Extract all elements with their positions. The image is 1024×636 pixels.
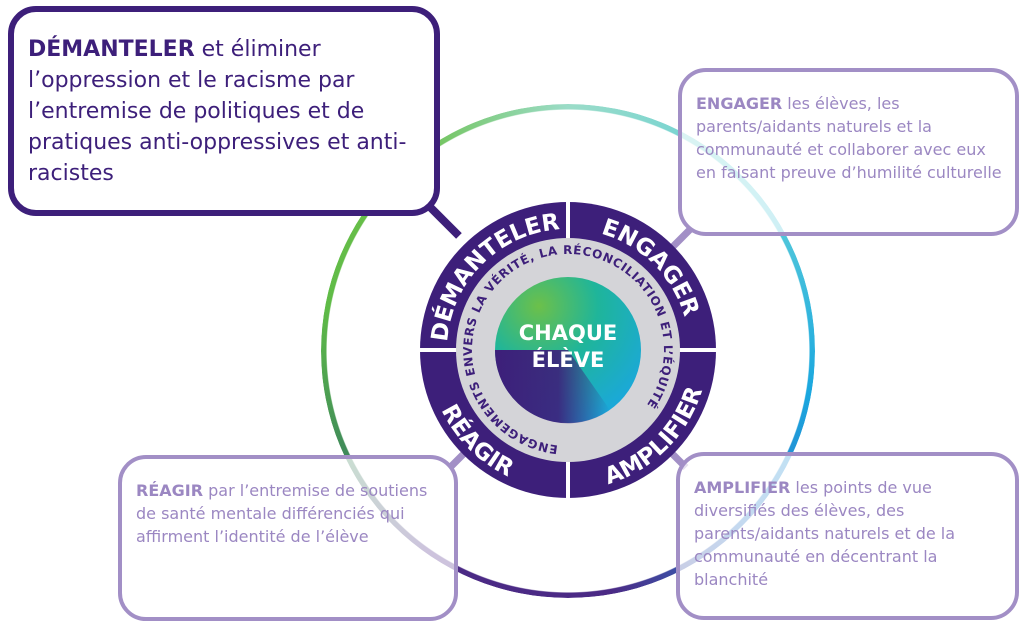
- center-label-line1: CHAQUE: [519, 321, 618, 345]
- dismantle-keyword: DÉMANTELER: [28, 37, 195, 62]
- dismantle-box: DÉMANTELER et éliminer l’oppression et l…: [8, 6, 440, 216]
- amplify-keyword: AMPLIFIER: [694, 478, 791, 497]
- amplify-text: les points de vue diversifiés des élèves…: [694, 478, 956, 589]
- center-purple-shade: [494, 350, 610, 424]
- amplify-box: AMPLIFIER les points de vue diversifiés …: [676, 452, 1019, 620]
- engage-text: les élèves, les parents/aidants naturels…: [696, 94, 1002, 182]
- center-label-line2: ÉLÈVE: [532, 347, 605, 372]
- engage-keyword: ENGAGER: [696, 94, 783, 113]
- respond-box: RÉAGIR par l’entremise de soutiens de sa…: [118, 455, 458, 621]
- dismantle-text: et éliminer l’oppression et le racisme p…: [28, 37, 407, 186]
- respond-text: par l’entremise de soutiens de santé men…: [136, 481, 428, 546]
- engage-box: ENGAGER les élèves, les parents/aidants …: [678, 68, 1019, 236]
- respond-keyword: RÉAGIR: [136, 481, 204, 500]
